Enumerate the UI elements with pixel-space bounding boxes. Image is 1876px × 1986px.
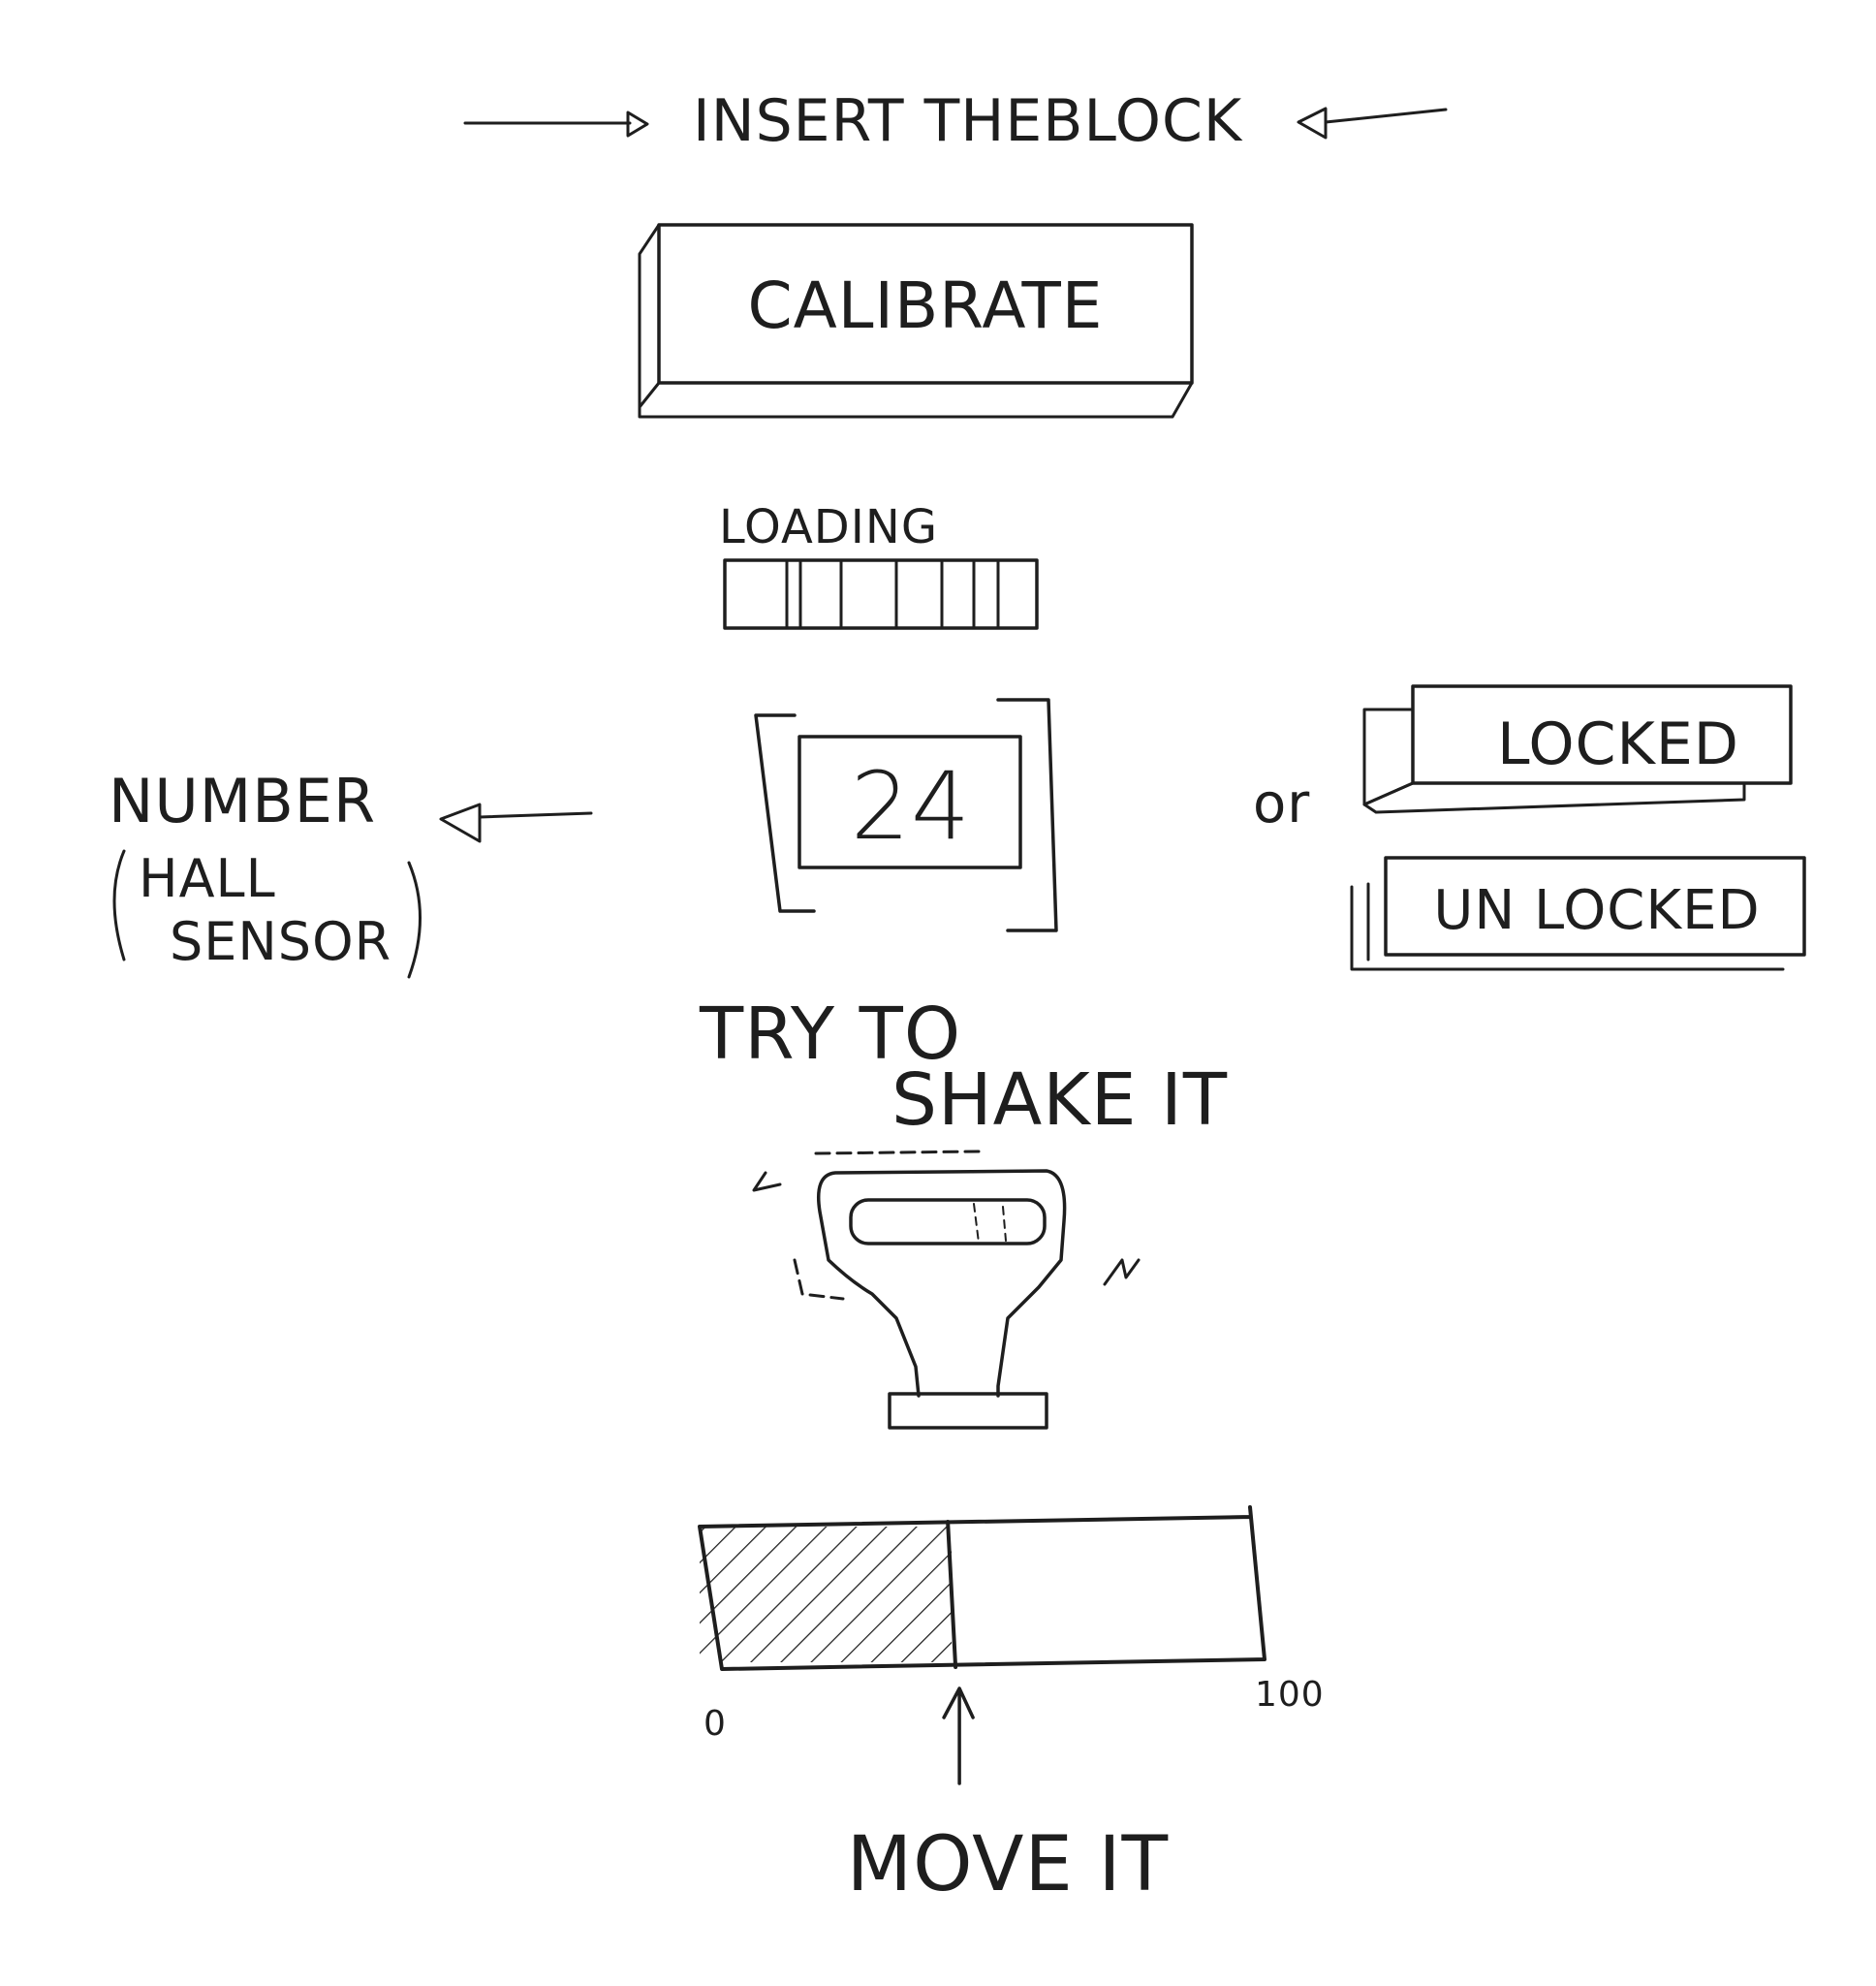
locked-status-badge: LOCKED — [1362, 684, 1793, 814]
shake-motion-tick-left — [752, 1171, 782, 1192]
locked-badge-side — [1362, 708, 1415, 806]
shake-motion-tick-right — [1103, 1258, 1141, 1286]
calibrate-button-label: CALIBRATE — [748, 268, 1104, 343]
unlocked-label: UN LOCKED — [1433, 879, 1760, 942]
device-screen-crack — [973, 1203, 1007, 1244]
annotation-line-2: HALL — [139, 848, 276, 909]
right-bracket — [996, 698, 1058, 932]
right-arrowhead-icon — [626, 110, 649, 138]
annotation-arrowhead-icon — [439, 803, 482, 843]
shake-instruction-line-1: TRY TO — [699, 993, 961, 1076]
close-paren — [407, 861, 422, 979]
device-screen — [849, 1198, 1047, 1245]
calibrate-button[interactable]: CALIBRATE — [638, 223, 1194, 419]
open-paren — [112, 849, 126, 961]
unlocked-badge-shadow — [1350, 885, 1785, 971]
locked-label: LOCKED — [1497, 710, 1739, 778]
locked-badge-bottom — [1362, 781, 1746, 814]
number-value: 24 — [851, 752, 971, 861]
left-arrowhead-icon — [1297, 107, 1328, 140]
header-text: INSERT THEBLOCK — [693, 87, 1243, 155]
annotation-line-1: NUMBER — [109, 766, 376, 836]
or-connector: or — [1253, 772, 1310, 835]
slider-min-label: 0 — [704, 1704, 727, 1744]
move-it-caption: MOVE IT — [847, 1821, 1169, 1908]
loading-label: LOADING — [719, 500, 938, 554]
annotation-line-3: SENSOR — [170, 911, 391, 972]
left-arrow-icon — [1324, 108, 1448, 124]
slider-max-label: 100 — [1255, 1675, 1325, 1715]
loading-bar — [723, 558, 1039, 630]
device-body — [817, 1169, 1067, 1398]
unlocked-status-badge: UN LOCKED — [1350, 856, 1806, 971]
insert-block-header: INSERT THEBLOCK — [463, 87, 1448, 155]
shake-device-icon — [752, 1150, 1141, 1430]
number-box — [797, 735, 1022, 869]
calibrate-button-face — [657, 223, 1194, 385]
unlocked-badge-face — [1384, 856, 1806, 957]
locked-badge-face — [1411, 684, 1793, 785]
annotation-arrow-icon — [478, 811, 593, 819]
shake-instruction-line-2: SHAKE IT — [891, 1058, 1228, 1142]
up-arrow-icon — [942, 1687, 975, 1785]
shake-motion-line-left — [793, 1258, 845, 1301]
slider-fill — [700, 1527, 953, 1662]
slider-track — [698, 1505, 1266, 1671]
calibrate-button-bottom — [638, 381, 1194, 419]
move-slider[interactable]: 0 100 — [698, 1505, 1325, 1785]
left-bracket — [754, 713, 816, 913]
shake-motion-line-top — [814, 1150, 981, 1155]
calibrate-button-side — [638, 223, 661, 409]
device-base — [888, 1392, 1048, 1430]
hall-sensor-number-display: 24 — [754, 698, 1058, 932]
slider-handle[interactable] — [946, 1520, 958, 1669]
loading-indicator: LOADING — [719, 500, 1039, 630]
number-annotation: NUMBER HALL SENSOR — [109, 766, 593, 979]
